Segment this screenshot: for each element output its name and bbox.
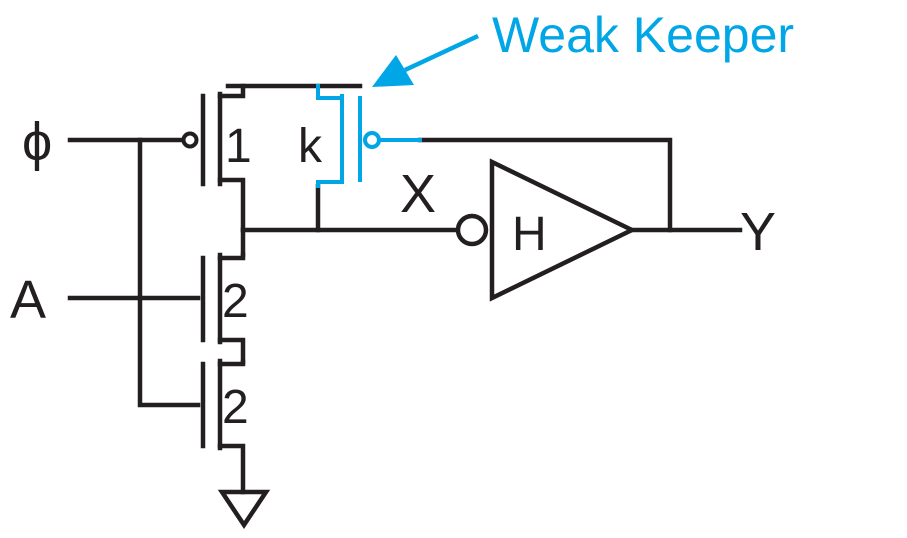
nmos-a-size-label: 2 [222,275,249,328]
nmos-clk-drain-lead [217,359,246,367]
keeper-gate-bubble [363,131,381,149]
nmos-clk-source-lead [217,443,246,495]
ground-symbol [217,489,271,530]
weak-keeper-callout: Weak Keeper [492,7,794,63]
feedback-wire [417,137,673,233]
keeper-callout-arrow [372,33,479,87]
clock-bus-wire [137,137,201,408]
inverter-h-label: H [512,208,547,261]
weak-keeper-pmos [316,84,422,188]
pmos-source-lead [217,83,246,99]
phi-label: ϕ [22,112,52,172]
x-label: X [400,164,436,224]
inverter-triangle [489,158,638,302]
keeper-source-lead [316,84,344,100]
keeper-drain-lead [316,180,344,188]
a-label: A [10,270,46,330]
nmos-a-drain-lead [217,252,246,261]
keeper-size-label: k [298,120,323,173]
inverter-bubble [455,213,489,247]
callout-arrow-shaft [404,33,479,73]
callout-arrow-head [372,55,414,87]
nmos-clk [200,358,246,495]
nmos-clk-size-label: 2 [222,381,249,434]
pmos-drain-lead [217,177,246,233]
circuit-wires [67,83,743,530]
nmos-a [200,252,246,365]
pmos-gate-bubble [181,131,199,149]
y-label: Y [740,202,776,262]
nmos-a-source-lead [217,337,246,365]
precharge-pmos [200,83,246,233]
pmos-size-label: 1 [225,120,252,173]
